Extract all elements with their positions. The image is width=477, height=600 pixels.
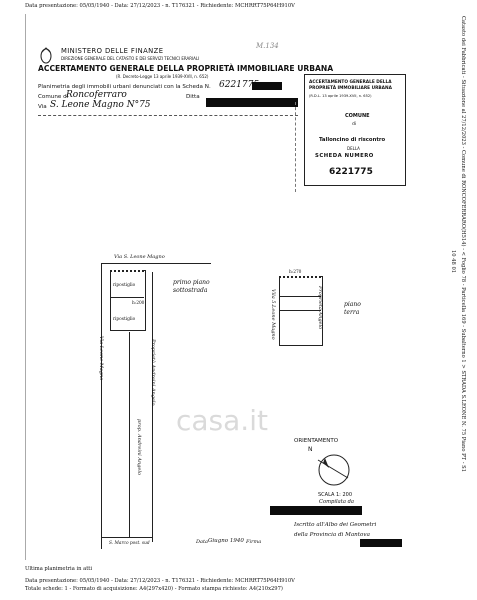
stamp-line3: (R.D.L. 13 aprile 1939-XVII, n. 652) [309,94,372,98]
boundary-line [152,272,153,542]
emblem-icon [40,47,52,64]
bottom-left-label: S. Marco post. sud [109,541,150,546]
compass-icon [317,454,350,486]
boundary-line [129,332,130,537]
room-top-label: ripostiglio [113,283,136,288]
bottom-metadata: Data presentazione: 05/05/1940 - Data: 2… [25,578,295,584]
floor-ground-label: piano terra [344,301,361,316]
ditta-label: Ditta [186,94,200,100]
room-height-label: h:200 [132,301,145,306]
stamp-cut-line [295,102,304,192]
stamp-scheda-numero: SCHEDA NUMERO [315,153,374,159]
wall-hatch [110,270,144,272]
room-divider [110,297,144,298]
redaction-block [270,506,362,515]
scheda-number-handwritten: 6221775 [219,80,260,90]
ministry-name: MINISTERO DELLE FINANZE [61,47,164,55]
document-subtitle: (R. Decreto-Legge 13 aprile 1939-XVII, n… [116,74,209,79]
direction-name: DIREZIONE GENERALE DEL CATASTO E DEI SER… [61,56,200,61]
boundary-line [101,264,102,549]
comune-label: Comune di [38,94,69,100]
stamp-line1: ACCERTAMENTO GENERALE DELLA [309,80,392,85]
via-label: Via [38,104,47,110]
redaction-block [360,539,402,547]
planimetry-label: Planimetria degli immobili urbani denunc… [38,84,211,90]
document-title: ACCERTAMENTO GENERALE DELLA PROPRIETÀ IM… [38,64,334,73]
redaction-block [252,82,282,90]
document-sheet: MINISTERO DELLE FINANZE DIREZIONE GENERA… [25,14,438,560]
top-metadata: Data presentazione: 05/05/1940 - Data: 2… [25,3,295,9]
iscritto-label: Iscritto all'Albo dei Geometri [294,522,377,528]
left-vertical-label: Proprietà Andreini Angelo [150,339,156,406]
via-value: S. Leone Magno N°75 [50,100,151,110]
street-name: Via S. Leone Magno [114,254,165,260]
data-label: Data [196,539,208,545]
right-vertical-2: Proprietà Angelo [317,286,323,330]
control-stamp: ACCERTAMENTO GENERALE DELLA PROPRIETÀ IM… [304,74,406,186]
room-bottom [110,326,146,331]
right-height-label: h:270 [289,270,302,275]
room-divider [279,296,321,297]
side-metadata: Catasto dei Fabbricati - Situazione al 2… [460,16,466,472]
provincia-label: della Provincia di Mantova [294,532,370,538]
stamp-della: DELLA [347,146,360,151]
boundary-line [101,537,153,538]
data-value: Giugno 1940 [208,538,244,544]
scale-label: SCALA 1: 200 [318,492,352,498]
stamp-line2: PROPRIETÀ IMMOBILIARE URBANA [309,86,392,91]
watermark-text: casa.it [176,404,268,437]
stamp-talloncino: Talloncino di riscontro [319,137,386,143]
stamp-comune: COMUNE [345,113,370,119]
form-code: M.134 [256,42,279,50]
bottom-totals: Totale schede: 1 - Formato di acquisizio… [25,586,283,592]
right-vertical-label: prop. Andreini Angelo [136,419,142,475]
compiled-by-label: Compilata da [319,499,354,505]
north-label: N [308,446,313,453]
redaction-block [206,98,298,107]
wall-hatch [279,276,321,278]
side-code: 10 48 01 [450,250,456,274]
other-vertical-label: Via Leone Magno [98,336,104,381]
ultima-planimetria: Ultima planimetria in atti [25,566,93,572]
orientation-label: ORIENTAMENTO [294,438,339,444]
room-mid-label: ripostiglio [113,317,136,322]
floor-first-label: primo piano sottostrada [173,279,210,294]
stamp-number: 6221775 [329,167,373,177]
street-line [101,263,211,264]
firma-label: Firma [246,539,262,545]
form-separator [38,115,298,116]
comune-value: Roncoferraro [66,90,127,100]
right-vertical-1: Vila 5.Leone Magno [270,289,276,340]
room-divider [279,310,321,311]
stamp-di: di [352,122,357,127]
